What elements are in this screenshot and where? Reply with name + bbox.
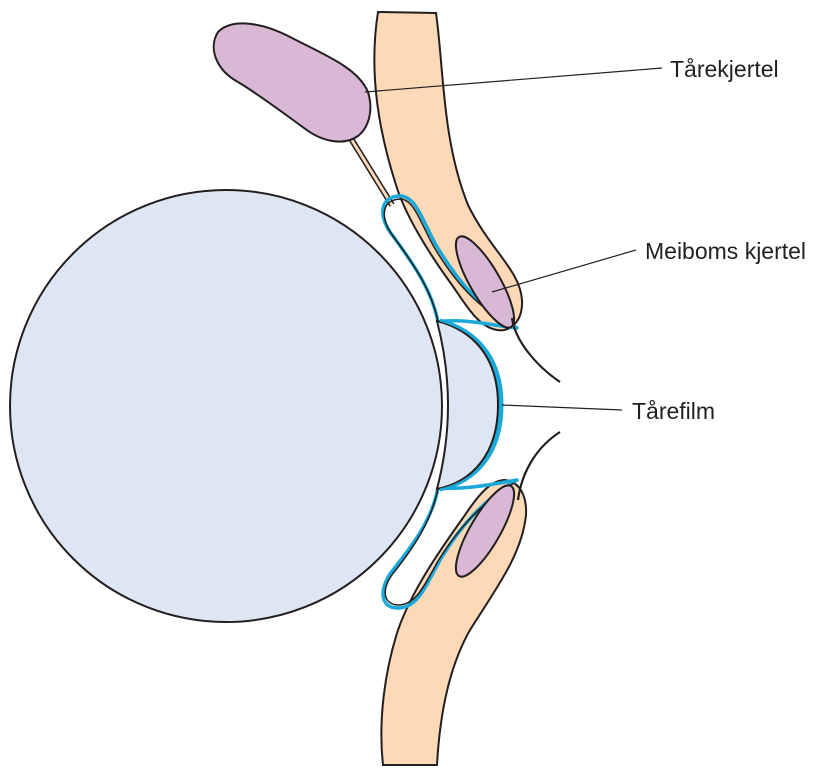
tear-gland [214, 23, 371, 141]
leader-tear-film [502, 405, 622, 410]
label-tear-gland: Tårekjertel [670, 56, 779, 82]
leader-meibomian-gland [492, 250, 636, 292]
lower-eyelash [518, 432, 560, 500]
label-tear-film: Tårefilm [632, 398, 715, 424]
eyeball [10, 190, 442, 622]
cornea [437, 321, 498, 489]
upper-eyelash [512, 318, 560, 382]
label-meibomian-gland: Meiboms kjertel [645, 238, 806, 264]
